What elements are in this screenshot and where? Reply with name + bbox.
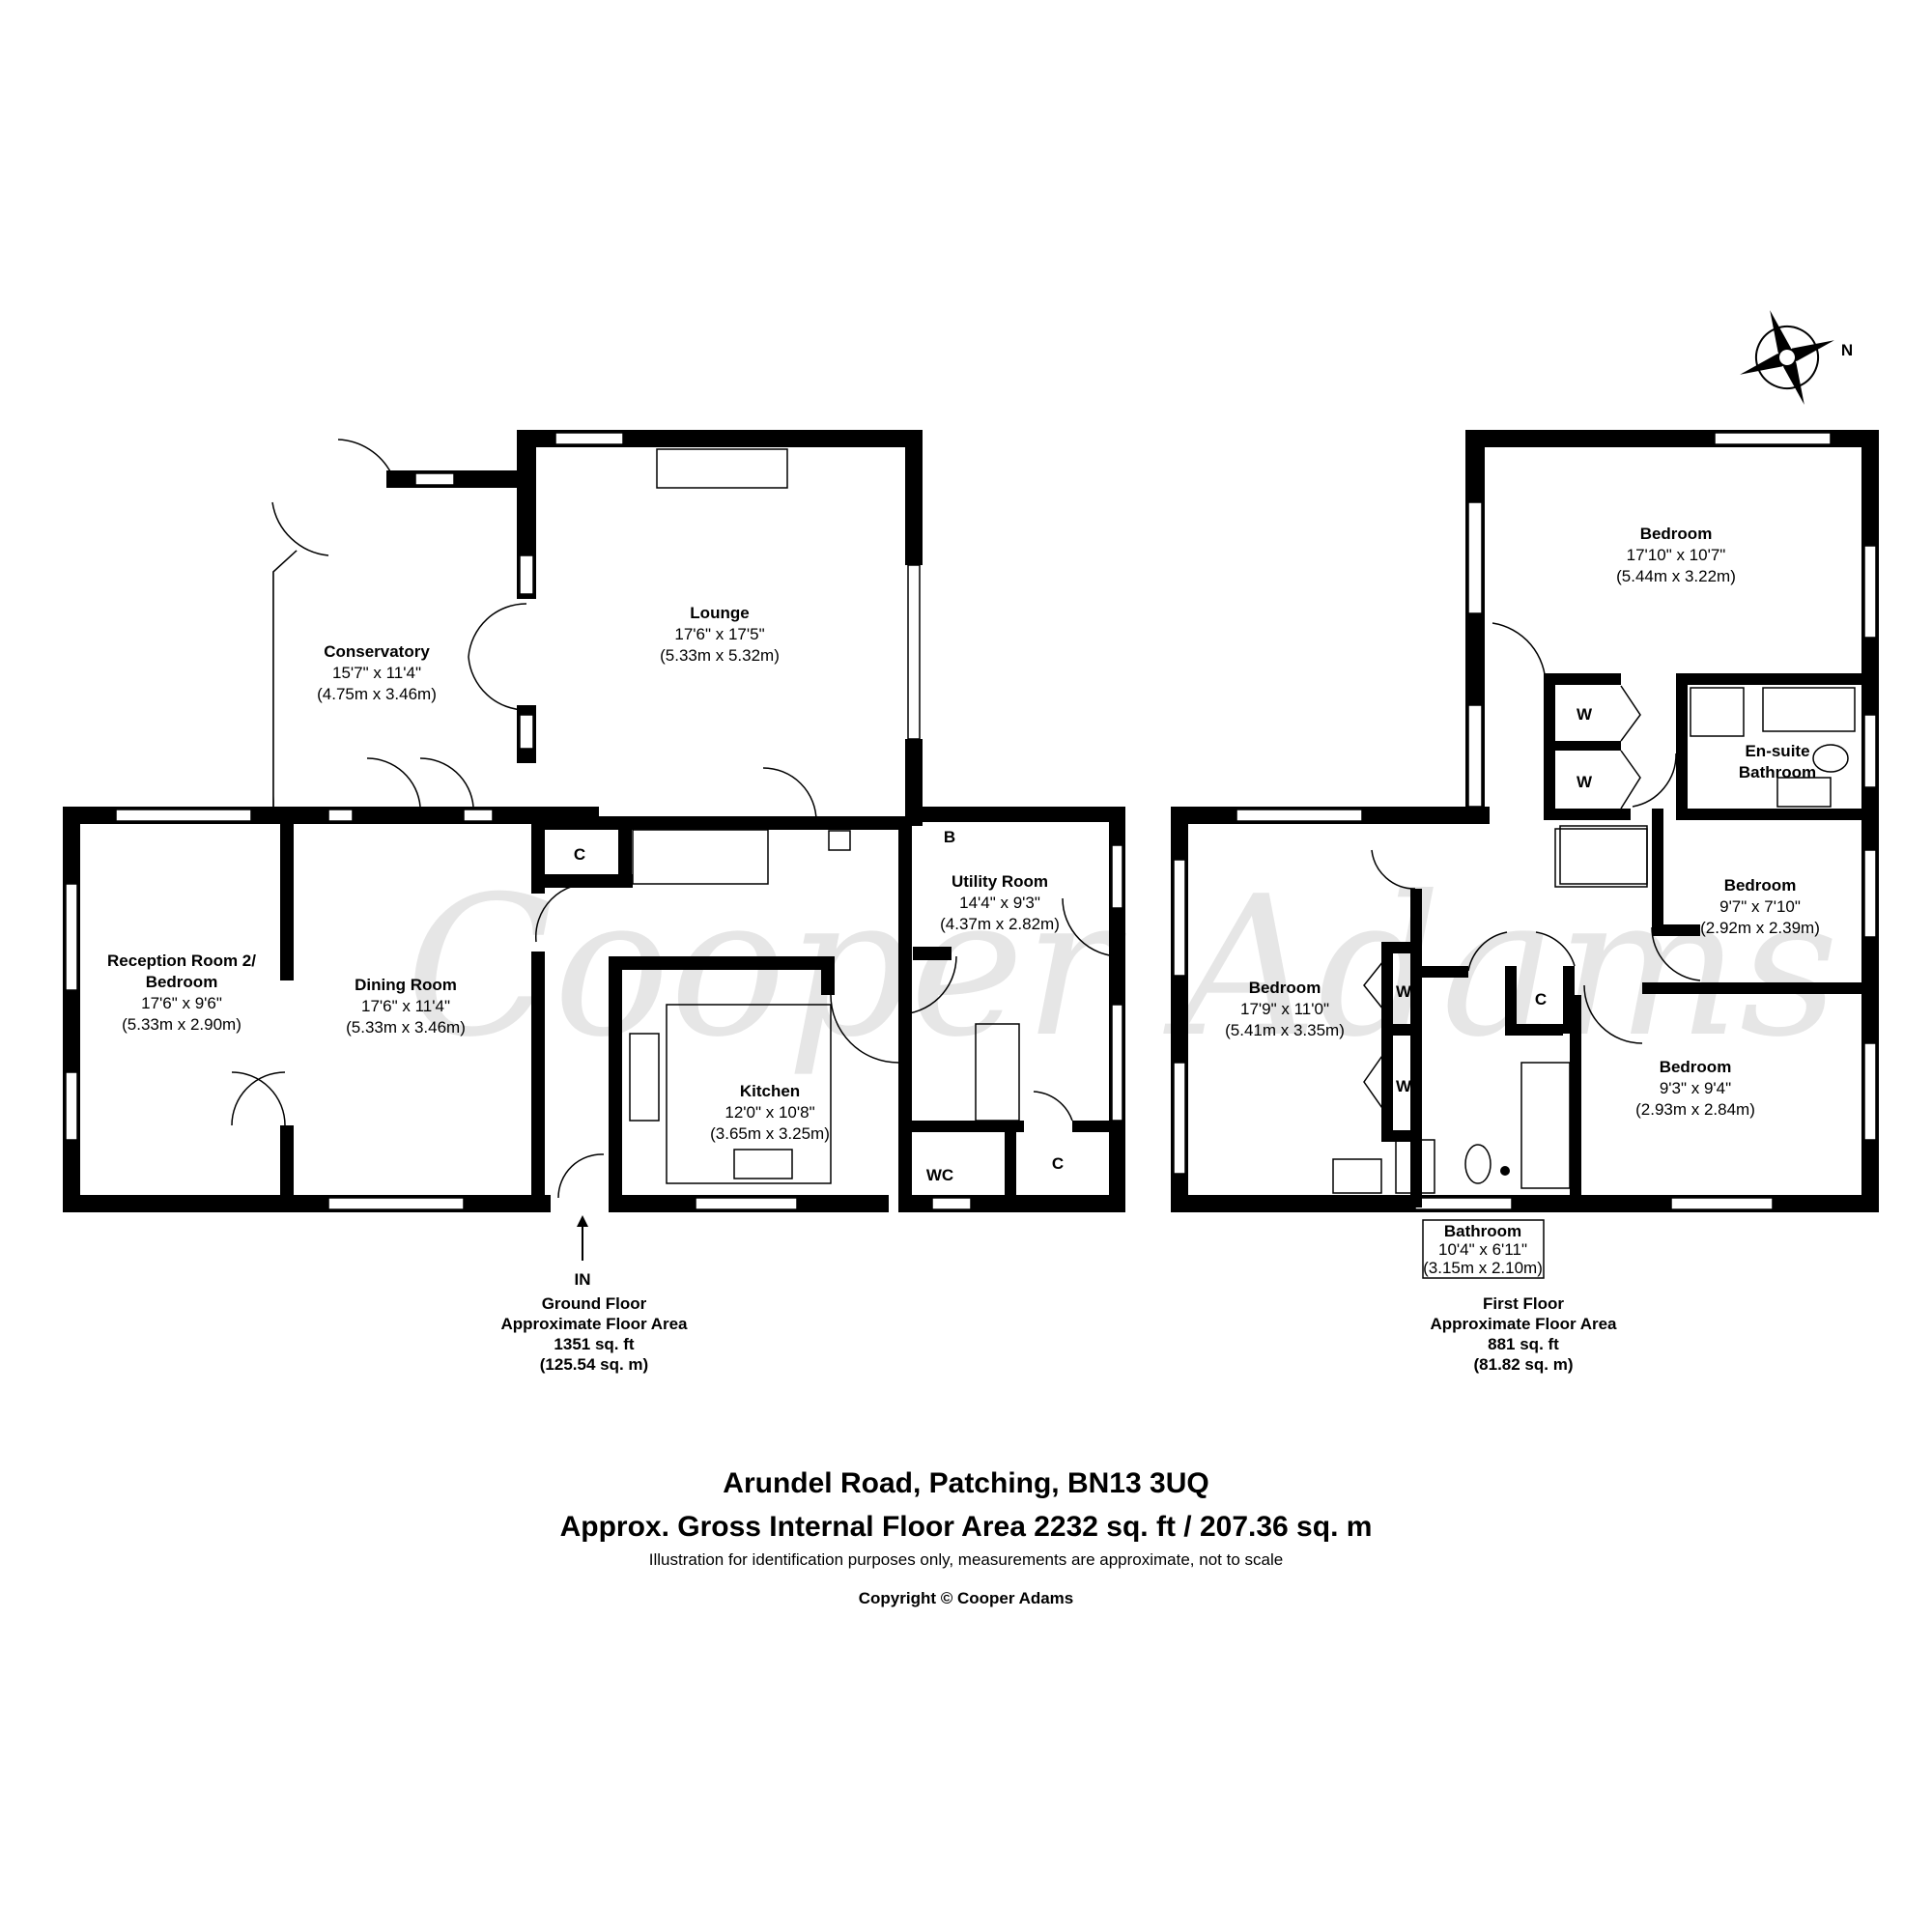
bathroom-name: Bathroom — [1444, 1222, 1521, 1240]
compass-north-label: N — [1841, 341, 1853, 359]
disclaimer: Illustration for identification purposes… — [649, 1550, 1283, 1569]
svg-text:Dining Room: Dining Room — [355, 976, 457, 994]
utility-name: Utility Room — [952, 872, 1048, 891]
lounge-name: Lounge — [690, 604, 749, 622]
boiler-marker: B — [944, 828, 955, 846]
reception-dims-metric: (5.33m x 2.90m) — [122, 1015, 242, 1034]
first-floor-caption-line3: 881 sq. ft — [1488, 1335, 1559, 1353]
wardrobe-marker: W — [1396, 1077, 1412, 1095]
bedroom2-dims-imperial: 17'9" x 11'0" — [1240, 1000, 1329, 1018]
entrance-marker: IN — [575, 1270, 591, 1289]
compass-icon — [1740, 310, 1834, 405]
dining-name: Dining Room — [355, 976, 457, 994]
reception-name-line1: Reception Room 2/ — [107, 952, 256, 970]
first-floor-plan: Bedroom 17'10" x 10'7" (5.44m x 3.22m) E… — [1171, 430, 1879, 1374]
reception-dims-imperial: 17'6" x 9'6" — [141, 994, 222, 1012]
ground-floor-caption-line1: Ground Floor — [542, 1294, 647, 1313]
svg-text:Bedroom: Bedroom — [1640, 525, 1713, 543]
ensuite-name-line1: En-suite — [1745, 742, 1809, 760]
dining-dims-metric: (5.33m x 3.46m) — [346, 1018, 466, 1037]
svg-text:Bedroom: Bedroom — [146, 973, 218, 991]
bedroom3-name: Bedroom — [1724, 876, 1797, 895]
master-bedroom-name: Bedroom — [1640, 525, 1713, 543]
svg-text:Bedroom: Bedroom — [1660, 1058, 1732, 1076]
svg-text:Utility Room: Utility Room — [952, 872, 1048, 891]
bedroom3-dims-metric: (2.92m x 2.39m) — [1700, 919, 1820, 937]
bathroom-dims-metric: (3.15m x 2.10m) — [1423, 1259, 1543, 1277]
kitchen-dims-metric: (3.65m x 3.25m) — [710, 1124, 830, 1143]
ground-floor-plan: Lounge 17'6" x 17'5" (5.33m x 5.32m) Con… — [63, 430, 1125, 1374]
bedroom4-name: Bedroom — [1660, 1058, 1732, 1076]
svg-text:Bedroom: Bedroom — [1724, 876, 1797, 895]
cupboard-marker: C — [1052, 1154, 1064, 1173]
utility-dims-metric: (4.37m x 2.82m) — [940, 915, 1060, 933]
ground-floor-caption-line4: (125.54 sq. m) — [540, 1355, 648, 1374]
wardrobe-marker: W — [1577, 705, 1593, 724]
bathroom-dims-imperial: 10'4" x 6'11" — [1438, 1240, 1527, 1259]
wc-marker: WC — [926, 1166, 953, 1184]
bedroom3-dims-imperial: 9'7" x 7'10" — [1719, 897, 1801, 916]
svg-text:Kitchen: Kitchen — [740, 1082, 800, 1100]
master-bedroom-dims-imperial: 17'10" x 10'7" — [1627, 546, 1726, 564]
svg-text:Bathroom: Bathroom — [1739, 763, 1816, 781]
gross-area: Approx. Gross Internal Floor Area 2232 s… — [560, 1511, 1373, 1543]
ensuite-name-line2: Bathroom — [1739, 763, 1816, 781]
wardrobe-marker: W — [1396, 982, 1412, 1001]
kitchen-dims-imperial: 12'0" x 10'8" — [724, 1103, 814, 1122]
conservatory-dims-imperial: 15'7" x 11'4" — [332, 664, 421, 682]
first-floor-caption-line4: (81.82 sq. m) — [1474, 1355, 1574, 1374]
first-floor-caption-line2: Approximate Floor Area — [1430, 1315, 1617, 1333]
svg-text:En-suite: En-suite — [1745, 742, 1809, 760]
dining-dims-imperial: 17'6" x 11'4" — [361, 997, 450, 1015]
svg-text:Bathroom: Bathroom — [1444, 1222, 1521, 1240]
master-bedroom-dims-metric: (5.44m x 3.22m) — [1616, 567, 1736, 585]
conservatory-name: Conservatory — [324, 642, 430, 661]
bedroom4-dims-imperial: 9'3" x 9'4" — [1660, 1079, 1731, 1097]
wardrobe-marker: W — [1577, 773, 1593, 791]
svg-text:Conservatory: Conservatory — [324, 642, 430, 661]
first-floor-caption-line1: First Floor — [1483, 1294, 1564, 1313]
svg-text:Lounge: Lounge — [690, 604, 749, 622]
cupboard-marker: C — [1535, 990, 1547, 1009]
ground-floor-caption-line2: Approximate Floor Area — [500, 1315, 688, 1333]
lounge-dims-metric: (5.33m x 5.32m) — [660, 646, 780, 665]
ground-floor-caption-line3: 1351 sq. ft — [554, 1335, 634, 1353]
svg-text:Reception Room 2/: Reception Room 2/ — [107, 952, 256, 970]
address-title: Arundel Road, Patching, BN13 3UQ — [723, 1467, 1208, 1499]
bedroom2-name: Bedroom — [1249, 979, 1321, 997]
bedroom4-dims-metric: (2.93m x 2.84m) — [1635, 1100, 1755, 1119]
conservatory-dims-metric: (4.75m x 3.46m) — [317, 685, 437, 703]
kitchen-name: Kitchen — [740, 1082, 800, 1100]
utility-dims-imperial: 14'4" x 9'3" — [959, 894, 1040, 912]
lounge-dims-imperial: 17'6" x 17'5" — [674, 625, 764, 643]
svg-text:Bedroom: Bedroom — [1249, 979, 1321, 997]
copyright: Copyright © Cooper Adams — [859, 1589, 1074, 1607]
cupboard-marker: C — [574, 845, 585, 864]
reception-name-line2: Bedroom — [146, 973, 218, 991]
window — [907, 564, 921, 740]
bedroom2-dims-metric: (5.41m x 3.35m) — [1225, 1021, 1345, 1039]
